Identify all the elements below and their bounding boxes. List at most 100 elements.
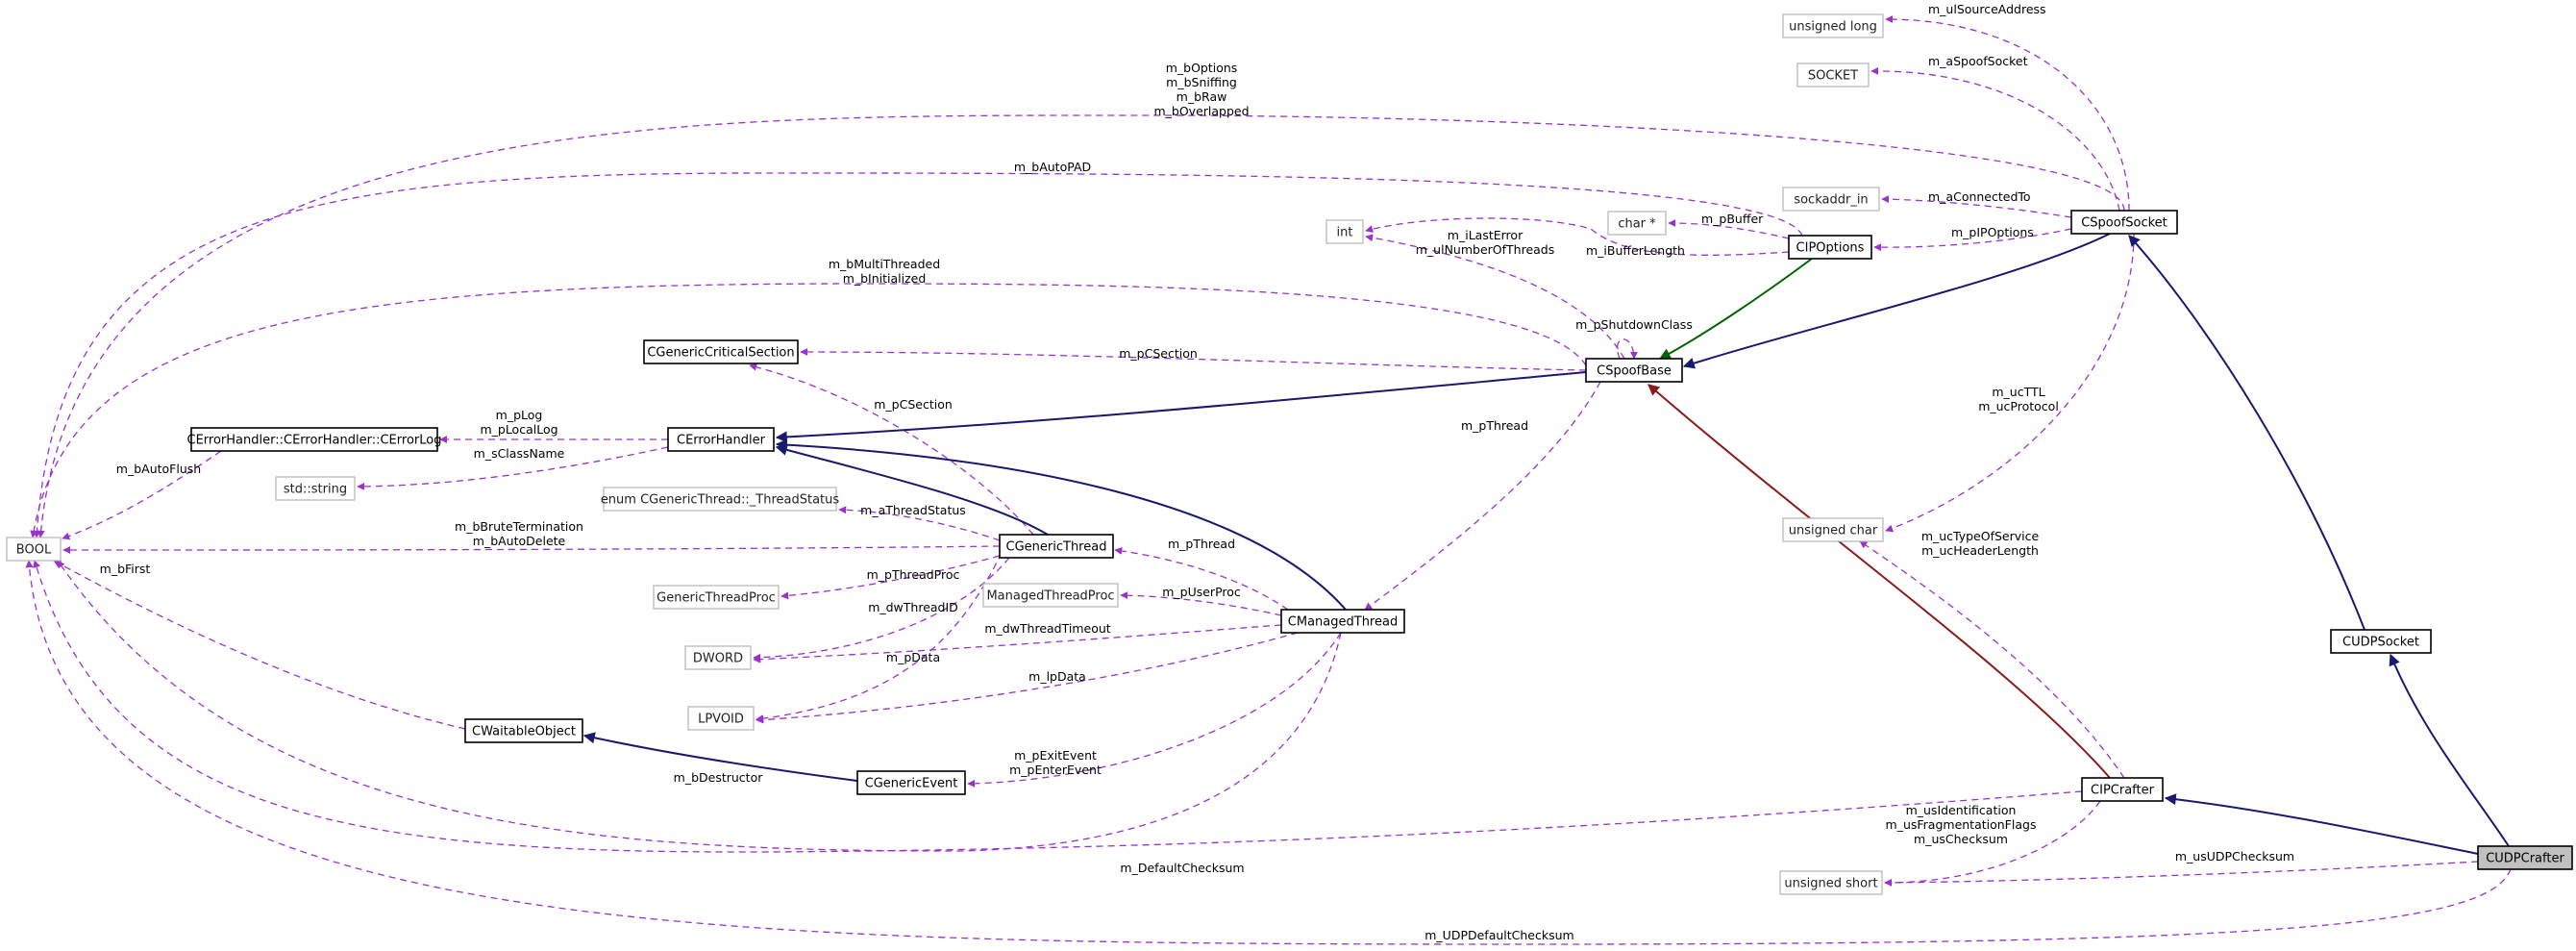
edge-line (582, 732, 858, 782)
usage-edge-dwtimeout: m_dwThreadTimeout (753, 621, 1282, 663)
node-label: CErrorHandler (677, 434, 766, 448)
edge-line (357, 446, 669, 490)
node-label: CErrorHandler::CErrorHandler::CErrorLog (187, 434, 442, 448)
edge-label: m_pData (886, 650, 940, 664)
node-cspoofsocket[interactable]: CSpoofSocket (2070, 210, 2178, 235)
usage-edge-pthread2: m_pThread (1114, 537, 1289, 611)
edge-line (838, 506, 1001, 541)
inheritance-edge-inh_wait (582, 732, 858, 782)
node-box (687, 706, 755, 731)
edge-label: m_bFirst (100, 562, 151, 576)
edge-line (57, 560, 1342, 852)
node-sockaddr: sockaddr_in (1782, 187, 1880, 212)
edge-line (1658, 258, 1813, 360)
node-box (1585, 358, 1683, 383)
edge-label: m_dwThreadID (868, 600, 958, 614)
edge-label: m_bDestructor (674, 770, 764, 785)
node-box (2081, 777, 2164, 802)
edge-label: m_usUDPChecksum (2175, 849, 2294, 863)
usage-edge-pbuf: m_pBuffer (1668, 212, 1790, 239)
edge-line (1885, 15, 2130, 212)
usage-edge-ulsource: m_ulSourceAddress (1885, 2, 2130, 212)
node-label: CIPOptions (1796, 241, 1865, 256)
usage-edge-lpdata: m_lpData (755, 632, 1299, 724)
node-label: DWORD (693, 652, 743, 666)
node-ccritsec[interactable]: CGenericCriticalSection (643, 339, 799, 364)
node-cipoptions[interactable]: CIPOptions (1788, 235, 1872, 260)
usage-edge-udpcheck: m_usUDPChecksum (1884, 849, 2479, 887)
edge-line (1365, 234, 1625, 360)
edge-label: m_ulSourceAddress (1928, 2, 2046, 16)
inheritance-edge-inh_opts (1658, 258, 1813, 360)
edge-label: m_pThread (1168, 537, 1235, 551)
edge-line (25, 560, 2512, 945)
node-cipcrafter[interactable]: CIPCrafter (2081, 777, 2164, 802)
node-box (464, 718, 583, 743)
edge-line (775, 444, 1049, 536)
node-label: unsigned long (1789, 20, 1877, 35)
node-cudpsocket[interactable]: CUDPSocket (2330, 629, 2432, 654)
node-box (6, 537, 62, 562)
node-box (999, 534, 1114, 559)
edge-label: m_pThread (1461, 418, 1528, 433)
node-label: unsigned char (1789, 524, 1878, 538)
node-label: CUDPSocket (2342, 636, 2419, 650)
usage-edge-acon: m_aConnectedTo (1881, 189, 2072, 218)
usage-edge-sclass: m_sClassName (357, 446, 669, 490)
edge-label: m_dwThreadTimeout (984, 621, 1110, 636)
edge-line (2164, 793, 2479, 855)
node-label: char * (1618, 217, 1656, 232)
edge-line (2389, 653, 2510, 847)
node-box (190, 427, 438, 452)
node-cgenevent[interactable]: CGenericEvent (856, 770, 966, 795)
node-cspoofbase[interactable]: CSpoofBase (1585, 358, 1683, 383)
edge-label: m_aSpoofSocket (1928, 54, 2028, 68)
edge-label: m_UDPDefaultChecksum (1424, 928, 1573, 942)
node-label: unsigned short (1784, 877, 1877, 891)
edge-line (1873, 228, 2072, 252)
node-label: enum CGenericThread::_ThreadStatus (601, 493, 840, 508)
usage-edge-defcheck: m_DefaultChecksum (1120, 800, 2101, 887)
node-cmanaged[interactable]: CManagedThread (1280, 609, 1405, 634)
inheritance-edge-inh_udpsock (2389, 653, 2510, 847)
usage-edge-threadproc: m_pThreadProc (780, 555, 1001, 600)
edge-line (755, 632, 1299, 724)
node-label: LPVOID (698, 713, 744, 727)
usage-edge-pcsec2: m_pCSection (749, 363, 1034, 536)
node-threadstatus: enum CGenericThread::_ThreadStatus (601, 487, 840, 512)
edge-label: m_lpData (1028, 669, 1086, 684)
node-cgenthread[interactable]: CGenericThread (999, 534, 1114, 559)
edge-line (1884, 800, 2101, 887)
node-ulong: unsigned long (1782, 13, 1884, 38)
node-box (2330, 629, 2432, 654)
node-cwaitable[interactable]: CWaitableObject (464, 718, 583, 743)
node-box (982, 583, 1119, 608)
node-cudpcrafter[interactable]: CUDPCrafter (2477, 845, 2573, 870)
node-socket: SOCKET (1796, 63, 1870, 88)
node-stdstring: std::string (275, 476, 356, 501)
usage-edge-dwid: m_dwThreadID (753, 557, 1010, 662)
node-label: ManagedThreadProc (986, 589, 1114, 604)
node-box (1779, 870, 1883, 895)
inheritance-edge-inh_udpsock2 (2128, 235, 2365, 631)
usage-edge-autopad: m_bAutoPAD (33, 160, 1803, 538)
edge-line (1647, 384, 2111, 779)
node-mthreadproc: ManagedThreadProc (982, 583, 1119, 608)
node-cerrhandler[interactable]: CErrorHandler (667, 427, 775, 452)
node-cerrlog[interactable]: CErrorHandler::CErrorHandler::CErrorLog (187, 427, 442, 452)
node-box (1782, 517, 1884, 542)
node-box (684, 645, 752, 670)
node-box (1325, 219, 1364, 244)
node-box (2477, 845, 2573, 870)
edge-line (30, 283, 1587, 538)
edge-label: m_bAutoFlush (116, 462, 201, 476)
